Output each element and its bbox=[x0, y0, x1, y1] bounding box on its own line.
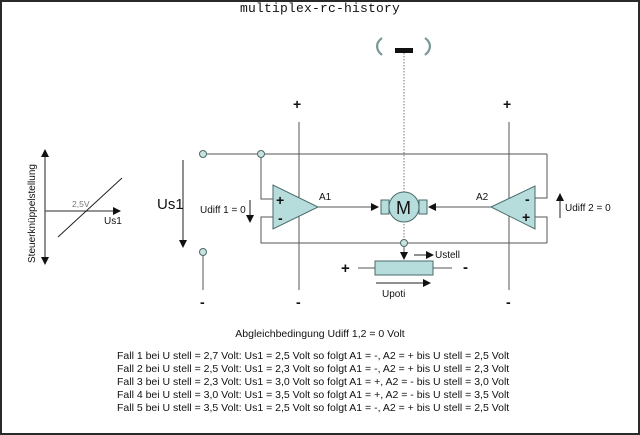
terminal-bottom-left bbox=[199, 248, 207, 256]
op-amp-symbol bbox=[489, 185, 536, 230]
a1-label: A1 bbox=[319, 192, 332, 203]
motor-brush-left bbox=[380, 199, 390, 215]
window-title: multiplex-rc-history bbox=[239, 1, 401, 16]
potentiometer-symbol bbox=[374, 260, 434, 276]
case-line: Fall 2 bei U stell = 2,5 Volt: Us1 = 2,3… bbox=[117, 363, 510, 375]
a1-minus-input: - bbox=[278, 210, 283, 226]
potentiometer: + - Ustell Upoti bbox=[341, 250, 468, 300]
a1-supply-minus: - bbox=[296, 294, 301, 310]
udiff2-label: Udiff 2 = 0 bbox=[565, 203, 611, 214]
dc-motor: M bbox=[380, 191, 428, 223]
udiff1-label: Udiff 1 = 0 bbox=[200, 205, 246, 216]
case-line: Fall 1 bei U stell = 2,7 Volt: Us1 = 2,5… bbox=[117, 350, 510, 362]
pot-plus: + bbox=[341, 260, 350, 277]
motor-brush-right bbox=[418, 199, 428, 215]
terminal-top-left bbox=[199, 150, 207, 158]
node-bottom-junction bbox=[400, 239, 408, 247]
motor-shaft-bar bbox=[395, 48, 413, 53]
a2-supply-minus: - bbox=[506, 294, 511, 310]
case-line: Fall 5 bei U stell = 3,5 Volt: Us1 = 2,5… bbox=[117, 402, 510, 414]
graph-crossing-label: 2,5V bbox=[72, 199, 90, 209]
a2-minus-input: - bbox=[525, 191, 530, 207]
a2-plus-input: + bbox=[522, 209, 530, 225]
a1-supply-plus: + bbox=[293, 96, 301, 112]
rotation-indicator bbox=[375, 37, 432, 240]
case-list: Fall 1 bei U stell = 2,7 Volt: Us1 = 2,5… bbox=[117, 350, 537, 415]
opamp-a2: - + A2 bbox=[476, 185, 536, 230]
opamp-a1: + - A1 bbox=[272, 184, 332, 230]
left-terminal-minus: - bbox=[200, 294, 205, 310]
graph-y-label: Steuerknüppelstellung bbox=[27, 164, 38, 263]
rotation-cw-icon bbox=[424, 37, 432, 56]
op-amp-symbol bbox=[272, 184, 320, 230]
a2-label: A2 bbox=[476, 192, 489, 203]
graph-x-label: Us1 bbox=[104, 216, 122, 227]
a2-supply-plus: + bbox=[503, 96, 511, 112]
motor-label: M bbox=[396, 198, 411, 218]
joystick-graph: 2,5V Us1 Steuerknüppelstellung bbox=[27, 149, 123, 265]
pot-minus: - bbox=[463, 259, 468, 276]
case-line: Fall 4 bei U stell = 3,0 Volt: Us1 = 3,5… bbox=[117, 389, 510, 401]
case-line: Fall 3 bei U stell = 2,3 Volt: Us1 = 3,0… bbox=[117, 376, 510, 388]
dc-motor-symbol bbox=[388, 191, 420, 223]
node-top-junction bbox=[257, 150, 265, 158]
balance-condition-caption: Abgleichbedingung Udiff 1,2 = 0 Volt bbox=[235, 328, 405, 340]
us1-label: Us1 bbox=[157, 196, 184, 213]
ustell-label: Ustell bbox=[435, 250, 460, 261]
upoti-label: Upoti bbox=[382, 289, 405, 300]
rotation-ccw-icon bbox=[375, 37, 383, 56]
a1-plus-input: + bbox=[276, 192, 284, 208]
terminals bbox=[199, 150, 408, 256]
graph-characteristic-line bbox=[57, 177, 123, 238]
